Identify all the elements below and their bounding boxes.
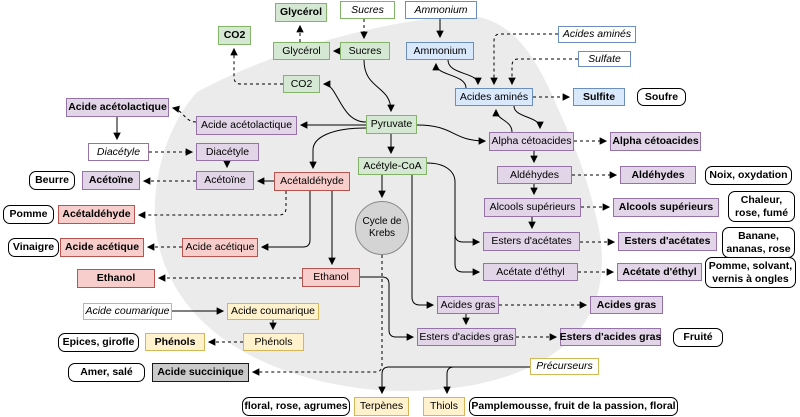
edge-sucres-to-pyruvate — [363, 59, 395, 113]
node-pomme-solvant: Pomme, solvant, vernis à ongles — [705, 257, 796, 288]
node-co2: CO2 — [283, 75, 320, 93]
node-krebs: Cycle de Krebs — [355, 201, 409, 255]
edge-pyruvate-to-co2 — [322, 80, 367, 123]
node-aldehydes: Aldéhydes — [497, 166, 572, 184]
node-pomme: Pomme — [3, 205, 54, 224]
node-sulfite-out: Sulfite — [573, 88, 625, 106]
node-esters-acetates: Esters d'acétates — [483, 232, 580, 251]
node-acide-acetique-out: Acide acétique — [60, 238, 144, 257]
node-precurseurs-src: Précurseurs — [530, 358, 599, 375]
node-alpha-cetoacides: Alpha cétoacides — [489, 132, 574, 151]
node-phenols: Phénols — [243, 333, 304, 351]
node-esters-acides-gras: Esters d'acides gras — [417, 328, 516, 346]
edge-precurseurs-src-to-terpenes — [378, 366, 530, 395]
edge-krebs-to-succinique-out — [251, 255, 383, 376]
node-acetaldehyde-out: Acétaldéhyde — [58, 205, 135, 224]
edge-acetyle-coa-to-esters-acetates — [454, 233, 481, 246]
node-succinique-out: Acide succinique — [152, 363, 249, 382]
edge-acetyle-coa-to-acides-gras — [411, 175, 435, 309]
node-diacetyle-src: Diacétyle — [88, 143, 149, 161]
node-esters-acetates-out: Esters d'acétates — [618, 232, 717, 251]
node-amer: Amer, salé — [68, 363, 145, 382]
edge-acetaldehyde-to-acide-acetique — [260, 191, 311, 251]
edge-pyruvate-to-acetaldehyde — [309, 127, 367, 170]
node-pyruvate: Pyruvate — [366, 115, 417, 134]
node-acetaldehyde: Acétaldéhyde — [274, 172, 350, 191]
edge-acides-amines-src-to-acides-amines — [490, 33, 558, 86]
node-diacetyle: Diacétyle — [196, 143, 259, 161]
edge-acides-amines-to-ammonium — [432, 62, 467, 89]
node-acetolactique-out: Acide acétolactique — [66, 98, 169, 117]
node-coumarique-src: Acide coumarique — [83, 303, 172, 320]
node-vinaigre: Vinaigre — [8, 238, 59, 257]
node-ammonium: Ammonium — [406, 42, 474, 60]
node-acides-gras: Acides gras — [437, 296, 499, 314]
node-acides-amines: Acides aminés — [455, 88, 533, 106]
node-chaleur: Chaleur, rose, fumé — [728, 191, 795, 222]
node-glycerol: Glycérol — [273, 42, 330, 60]
node-sucres-src: Sucres — [340, 1, 395, 19]
node-acides-amines-src: Acides aminés — [558, 26, 636, 43]
node-floral: floral, rose, agrumes — [242, 397, 350, 416]
edge-ammonium-to-acides-amines — [447, 59, 482, 86]
node-beurre: Beurre — [29, 171, 75, 190]
node-ethanol-out: Ethanol — [77, 269, 155, 288]
node-phenols-out: Phénols — [145, 333, 205, 351]
node-acides-gras-out: Acides gras — [590, 296, 663, 314]
node-ammonium-src: Ammonium — [405, 1, 477, 19]
node-ethanol: Ethanol — [302, 268, 360, 287]
node-terpenes: Terpènes — [354, 397, 409, 416]
node-glycerol-out: Glycérol — [275, 3, 327, 22]
edge-alpha-cetoacides-to-acides-amines — [492, 108, 513, 133]
node-alcools-superieurs-out: Alcools supérieurs — [613, 198, 719, 217]
node-acetyle-coa: Acétyle-CoA — [358, 157, 427, 175]
edge-co2-to-co2-out — [230, 47, 283, 85]
node-acetoine-out: Acétoïne — [82, 171, 140, 190]
node-esters-acides-gras-out: Esters d'acides gras — [560, 328, 661, 346]
edge-pyruvate-to-alpha-cetoacides — [416, 124, 487, 145]
edge-precurseurs-src-to-thiols — [443, 366, 530, 395]
node-alpha-cetoacides-out: Alpha cétoacides — [610, 132, 701, 151]
node-acetolactique: Acide acétolactique — [196, 116, 297, 135]
node-banane: Banane, ananas, rose — [722, 227, 795, 258]
edge-group — [113, 19, 618, 395]
edge-sulfate-src-to-acides-amines — [508, 58, 578, 86]
node-co2-out: CO2 — [218, 26, 251, 45]
node-sucres: Sucres — [340, 42, 390, 60]
node-pamplemousse: Pamplemousse, fruit de la passion, flora… — [469, 397, 678, 416]
node-alcools-superieurs: Alcools supérieurs — [484, 198, 581, 217]
node-fruite: Fruité — [673, 328, 723, 347]
node-aldehydes-out: Aldéhydes — [620, 166, 696, 184]
node-noix: Noix, oxydation — [705, 166, 792, 185]
node-sulfate-src: Sulfate — [578, 51, 631, 67]
edge-acides-amines-to-alpha-cetoacides — [513, 105, 544, 130]
edge-acetolactique-to-acetolactique-out — [171, 105, 197, 123]
node-thiols: Thiols — [423, 397, 465, 416]
node-coumarique: Acide coumarique — [227, 303, 319, 320]
edge-acetyle-coa-to-acetate-ethyl — [426, 162, 481, 276]
node-soufre: Soufre — [637, 88, 686, 106]
node-acetate-ethyl: Acétate d'éthyl — [483, 263, 578, 281]
node-epices: Epices, girofle — [58, 333, 139, 352]
node-acetoine: Acétoïne — [196, 171, 254, 190]
node-acide-acetique: Acide acétique — [182, 238, 258, 257]
edge-ethanol-to-esters-acides-gras — [360, 276, 415, 341]
node-acetate-ethyl-out: Acétate d'éthyl — [617, 263, 702, 281]
